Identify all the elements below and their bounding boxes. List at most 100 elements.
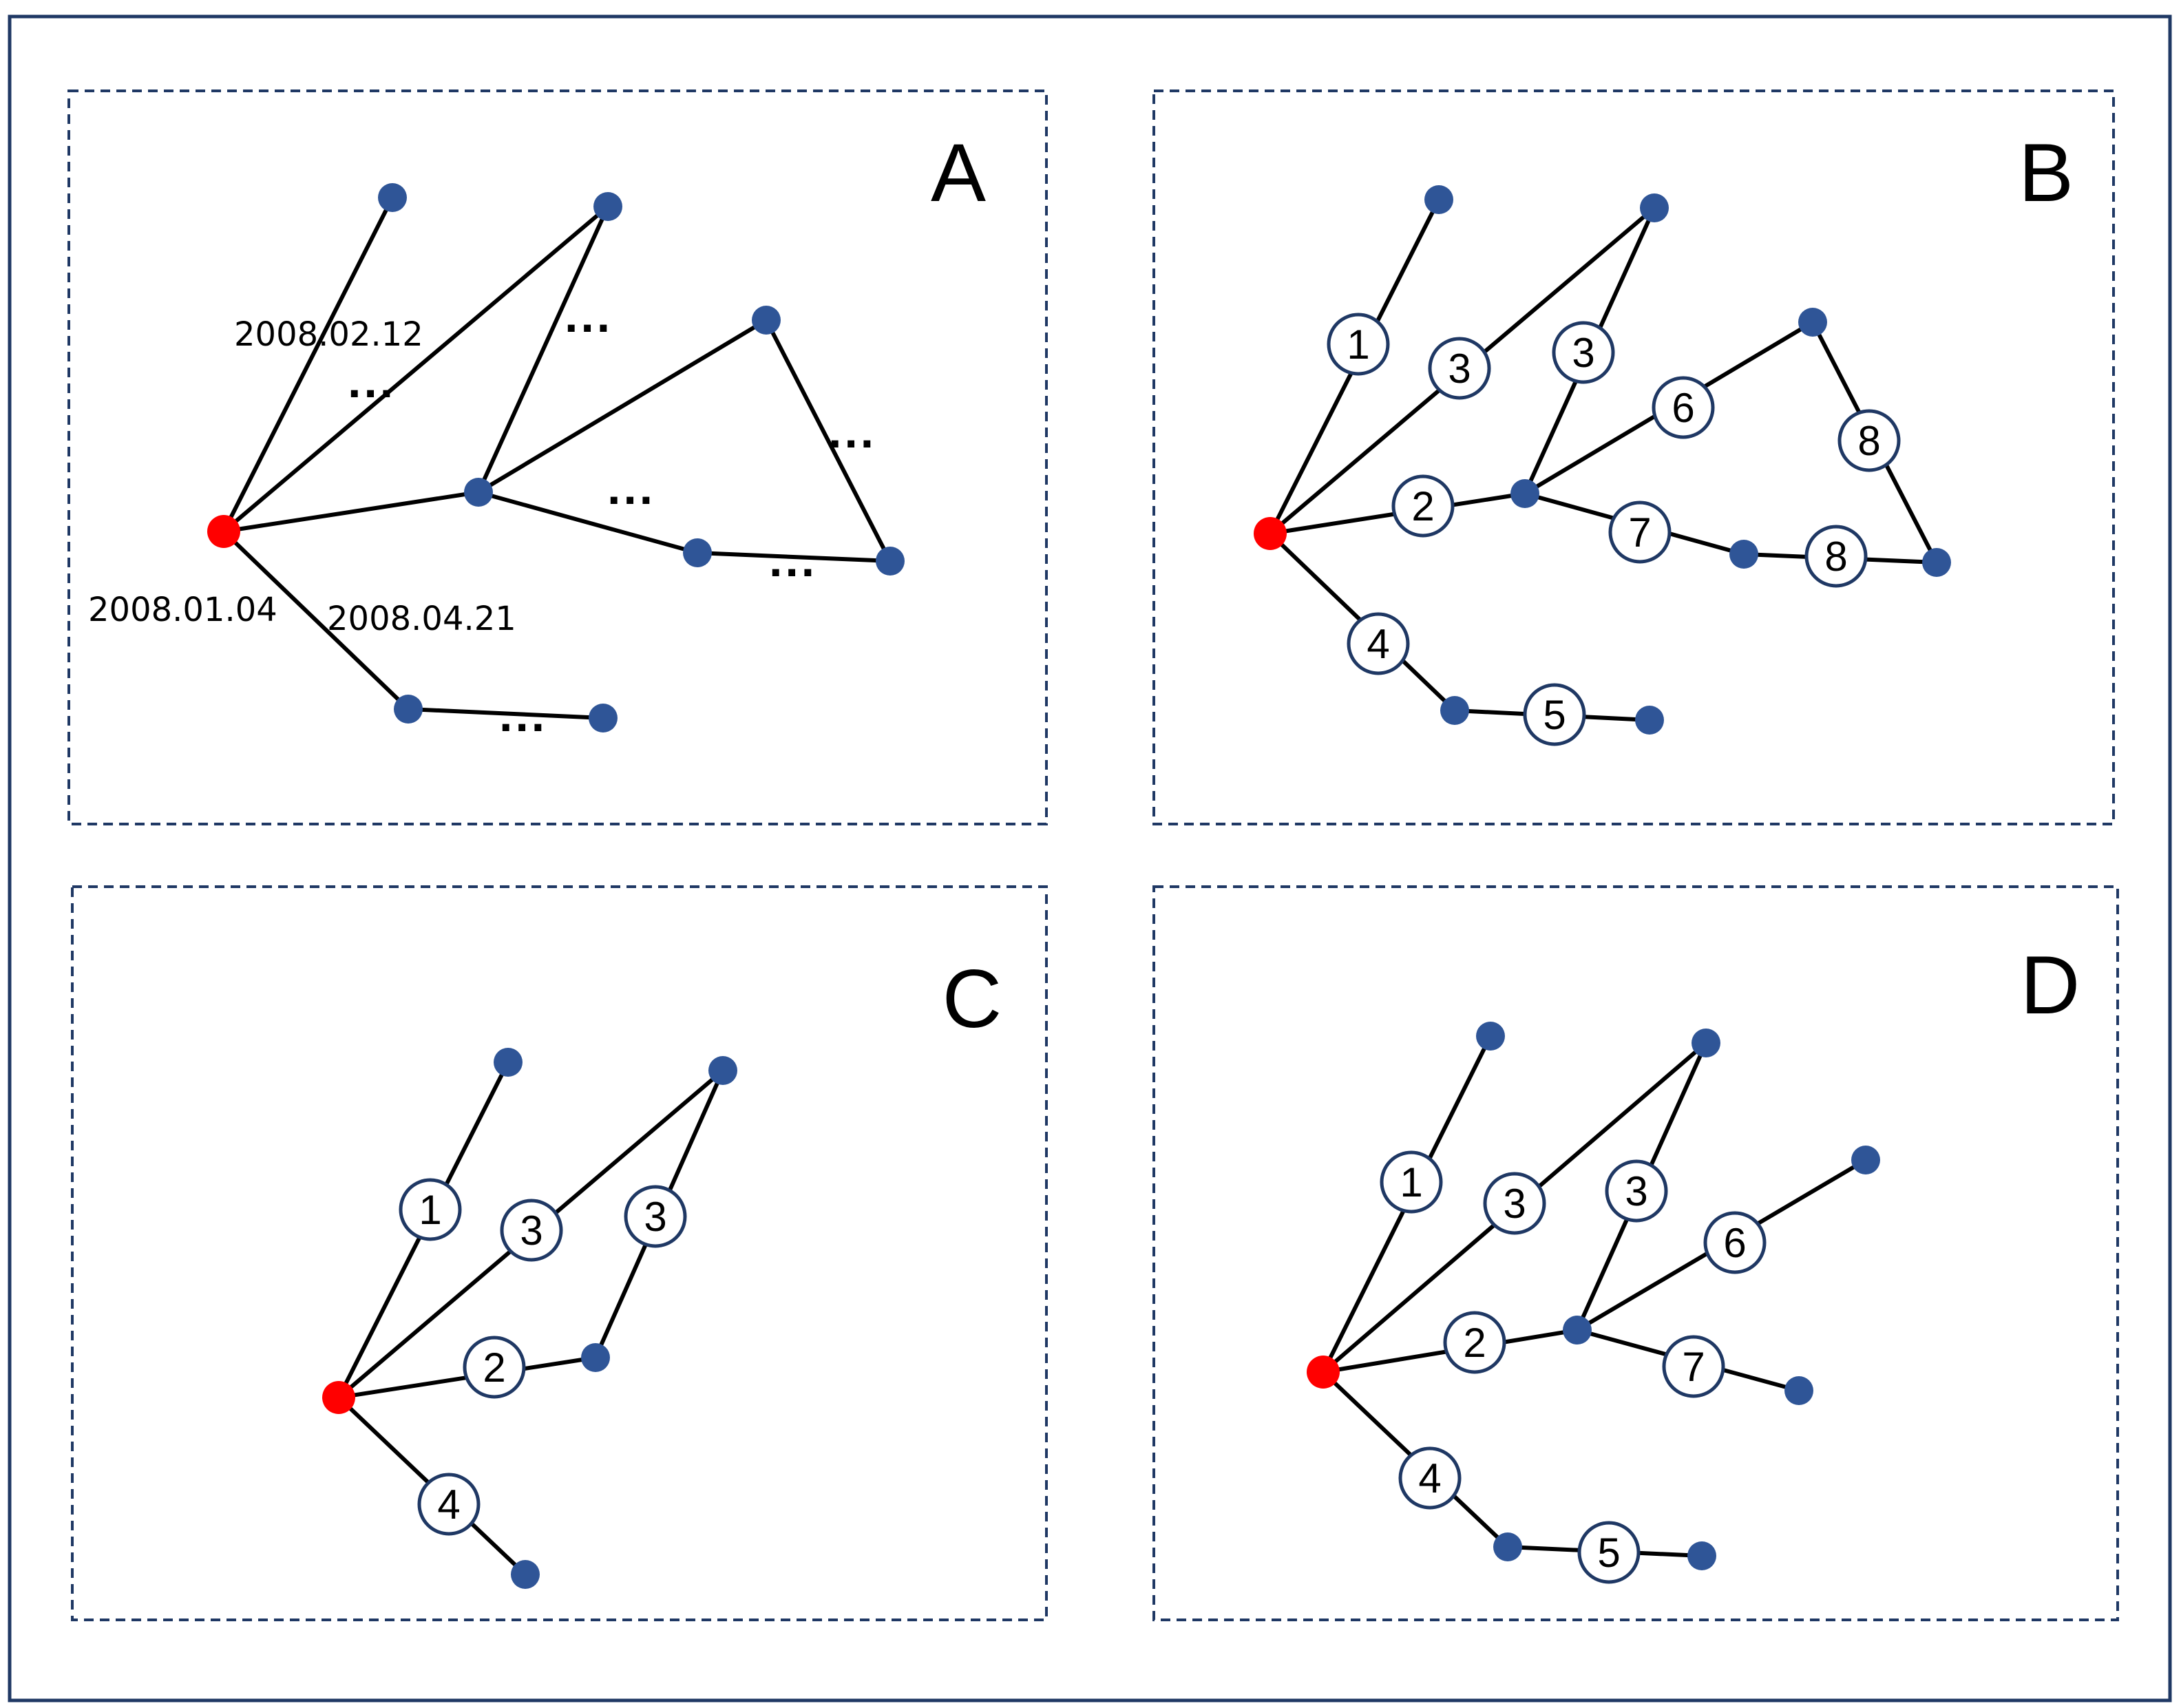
- edge: [222, 196, 394, 534]
- badge-circle: [1391, 474, 1455, 538]
- edge-order-badge: 1: [399, 1178, 462, 1241]
- panel-d-border: [1152, 885, 2119, 1621]
- badge-circle: [1443, 1311, 1506, 1374]
- panel-c-badges: 1 3 3 2 4: [399, 1178, 687, 1536]
- panel-b-nodes: [1424, 185, 1951, 735]
- edge: [476, 204, 610, 494]
- badge-number: 4: [1418, 1455, 1441, 1501]
- badge-circle: [1608, 500, 1672, 564]
- ellipsis: ···: [607, 473, 655, 527]
- badge-number: 7: [1628, 509, 1651, 556]
- node: [1424, 185, 1453, 214]
- badge-number: 5: [1543, 692, 1566, 738]
- badge-circle: [399, 1178, 462, 1241]
- panel-a-nodes: [378, 183, 905, 732]
- panel-d: D 1 3: [1152, 885, 2119, 1621]
- edge-order-badge: 2: [1443, 1311, 1506, 1374]
- edge-order-badge: 4: [1398, 1446, 1462, 1510]
- node: [708, 1056, 737, 1085]
- badge-number: 1: [1400, 1159, 1422, 1205]
- badge-number: 5: [1597, 1530, 1620, 1576]
- date-label: 2008.04.21: [327, 600, 516, 638]
- badge-circle: [1577, 1521, 1641, 1584]
- badge-circle: [1428, 337, 1491, 400]
- node: [1729, 540, 1758, 569]
- edge: [222, 204, 610, 534]
- node: [1922, 548, 1951, 577]
- panel-b-badges: 1 3 3 6 8 2 7: [1327, 313, 1901, 746]
- badge-number: 3: [520, 1208, 542, 1254]
- node: [394, 695, 423, 724]
- panel-c-edges: [337, 1060, 725, 1577]
- ellipsis: ···: [348, 366, 396, 420]
- ellipsis: ···: [828, 417, 876, 470]
- node: [1784, 1376, 1813, 1405]
- badge-number: 3: [1625, 1168, 1647, 1214]
- panel-c: C 1 3 3: [71, 885, 1048, 1621]
- edge-order-badge: 7: [1608, 500, 1672, 564]
- edge: [406, 707, 605, 720]
- badge-number: 6: [1723, 1220, 1746, 1266]
- node: [1798, 308, 1827, 337]
- panel-a-letter: A: [931, 127, 986, 219]
- badge-circle: [1523, 683, 1586, 746]
- node: [1510, 479, 1539, 508]
- edge-order-badge: 3: [624, 1185, 687, 1248]
- panel-d-letter: D: [2021, 939, 2080, 1031]
- ellipsis: ···: [499, 700, 547, 754]
- ellipsis: ···: [565, 301, 613, 355]
- edge: [695, 551, 892, 563]
- badge-number: 6: [1672, 385, 1694, 431]
- panel-d-badges: 1 3 3 6 2 7 4: [1380, 1150, 1767, 1584]
- node: [511, 1560, 540, 1589]
- edge-order-badge: 8: [1804, 525, 1868, 588]
- panel-c-border: [71, 885, 1048, 1621]
- badge-circle: [1327, 313, 1390, 376]
- badge-number: 4: [1367, 621, 1389, 667]
- node: [1640, 193, 1669, 222]
- root-node: [322, 1381, 355, 1414]
- panel-b-letter: B: [2019, 127, 2074, 219]
- ellipsis: ···: [769, 545, 817, 599]
- edge-order-badge: 6: [1652, 376, 1715, 439]
- panel-d-nodes: [1476, 1022, 1880, 1570]
- panel-a: A 2008.02.12 2008.01.04: [67, 89, 1048, 825]
- node: [1476, 1022, 1505, 1051]
- badge-number: 3: [1503, 1181, 1526, 1227]
- panel-b: B 1: [1152, 89, 2115, 825]
- badge-circle: [624, 1185, 687, 1248]
- badge-circle: [1483, 1172, 1546, 1235]
- badge-number: 3: [1448, 346, 1471, 392]
- edge-order-badge: 4: [417, 1473, 481, 1536]
- node: [1563, 1316, 1592, 1345]
- outer-frame: [8, 14, 2172, 1702]
- badge-number: 2: [483, 1345, 505, 1391]
- badge-circle: [1552, 321, 1615, 384]
- node: [1635, 706, 1664, 735]
- badge-circle: [1662, 1335, 1725, 1398]
- badge-number: 3: [1572, 330, 1594, 376]
- node: [1692, 1029, 1720, 1057]
- edge: [476, 318, 768, 494]
- date-label: 2008.01.04: [88, 591, 277, 629]
- badge-circle: [1398, 1446, 1462, 1510]
- badge-circle: [1837, 409, 1901, 472]
- edge-order-badge: 2: [463, 1336, 526, 1399]
- edge-order-badge: 3: [1483, 1172, 1546, 1235]
- edge-order-badge: 5: [1577, 1521, 1641, 1584]
- badge-number: 2: [1463, 1320, 1486, 1366]
- node: [464, 478, 493, 507]
- badge-circle: [463, 1336, 526, 1399]
- badge-circle: [1703, 1211, 1767, 1274]
- panel-c-letter: C: [942, 953, 1002, 1045]
- node: [876, 547, 905, 576]
- edge-order-badge: 1: [1327, 313, 1390, 376]
- edge-order-badge: 3: [1605, 1159, 1668, 1223]
- node: [494, 1048, 523, 1077]
- node: [1851, 1146, 1880, 1174]
- node: [1687, 1541, 1716, 1570]
- badge-circle: [1347, 612, 1410, 675]
- node: [1493, 1532, 1522, 1561]
- node: [1440, 696, 1469, 725]
- edge: [222, 529, 410, 711]
